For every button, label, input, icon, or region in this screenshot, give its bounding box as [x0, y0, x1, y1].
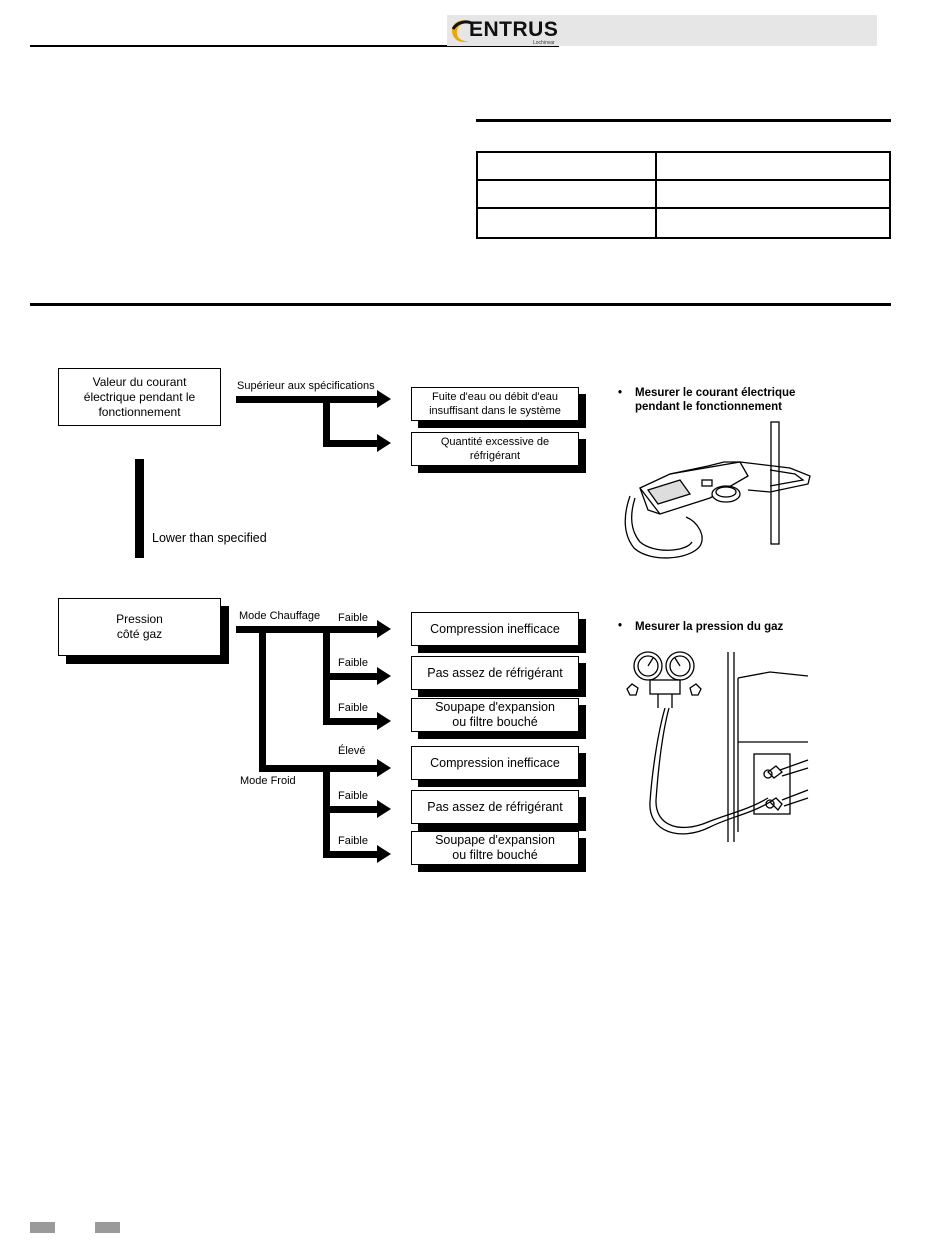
cool-result-label: Soupape d'expansion ou filtre bouché — [435, 833, 555, 862]
flow-line — [323, 400, 330, 447]
arrow-head — [377, 845, 391, 863]
arrow-head — [377, 712, 391, 730]
cool-result-box: Pas assez de réfrigérant — [411, 790, 579, 824]
cool-result-label: Pas assez de réfrigérant — [427, 799, 563, 814]
current-note: Mesurer le courant électrique pendant le… — [635, 387, 796, 413]
heat-result-label: Pas assez de réfrigérant — [427, 665, 563, 680]
result-leak-box: Fuite d'eau ou débit d'eau insuffisant d… — [411, 387, 579, 421]
table-top-rule — [476, 119, 891, 122]
manifold-gauge-icon — [626, 651, 809, 842]
arrow-head — [377, 390, 391, 408]
pressure-note: Mesurer la pression du gaz — [635, 621, 784, 633]
brand-sub: Lochinvar — [533, 40, 555, 46]
result-excess-label: Quantité excessive de réfrigérant — [440, 436, 550, 462]
flow-line — [323, 440, 378, 447]
heat-result-box: Soupape d'expansion ou filtre bouché — [411, 698, 579, 732]
heat-result-label: Compression inefficace — [430, 621, 560, 636]
bullet-dot: • — [618, 620, 623, 632]
flow-line — [135, 459, 144, 558]
clamp-meter-icon — [624, 421, 811, 559]
condition-label: Élevé — [338, 745, 366, 757]
result-excess-box: Quantité excessive de réfrigérant — [411, 432, 579, 466]
heat-result-box: Compression inefficace — [411, 612, 579, 646]
flow-line — [259, 630, 266, 772]
table-row — [478, 153, 889, 181]
arrow-head — [377, 667, 391, 685]
heat-result-box: Pas assez de réfrigérant — [411, 656, 579, 690]
mode-cool-label: Mode Froid — [240, 775, 296, 787]
table-row — [478, 181, 889, 209]
pressure-start-box: Pression côté gaz — [58, 598, 221, 656]
branch-high-label: Supérieur aux spécifications — [237, 380, 375, 392]
flow-line — [259, 765, 378, 772]
header-band — [447, 15, 877, 46]
mode-heat-label: Mode Chauffage — [239, 610, 321, 622]
arrow-head — [377, 434, 391, 452]
condition-label: Faible — [338, 702, 368, 714]
arrow-head — [377, 800, 391, 818]
footer-tab — [30, 1222, 55, 1233]
cool-result-box: Soupape d'expansion ou filtre bouché — [411, 831, 579, 865]
flow-line — [323, 768, 330, 858]
brand-swoosh-icon — [451, 20, 474, 42]
condition-label: Faible — [338, 612, 368, 624]
pressure-start-label: Pression côté gaz — [116, 612, 163, 641]
result-leak-label: Fuite d'eau ou débit d'eau insuffisant d… — [429, 391, 561, 417]
brand-logo: ENTRUS Lochinvar — [449, 16, 561, 46]
flow-line — [323, 806, 378, 813]
spec-table — [476, 151, 891, 239]
condition-label: Faible — [338, 657, 368, 669]
current-start-label: Valeur du courant électrique pendant le … — [83, 374, 196, 419]
branch-low-label: Lower than specified — [152, 531, 267, 545]
flow-line — [236, 626, 378, 633]
footer-tab — [95, 1222, 120, 1233]
flow-line — [236, 396, 378, 403]
brand-name: ENTRUS — [469, 18, 559, 41]
table-divider — [655, 153, 657, 237]
arrow-head — [377, 620, 391, 638]
condition-label: Faible — [338, 835, 368, 847]
heat-result-label: Soupape d'expansion ou filtre bouché — [435, 700, 555, 729]
flow-line — [323, 851, 378, 858]
current-start-box: Valeur du courant électrique pendant le … — [58, 368, 221, 426]
arrow-head — [377, 759, 391, 777]
table-row — [478, 209, 889, 237]
flow-line — [323, 673, 378, 680]
condition-label: Faible — [338, 790, 368, 802]
cool-result-box: Compression inefficace — [411, 746, 579, 780]
header-rule — [30, 45, 559, 47]
flow-line — [323, 718, 378, 725]
bullet-dot: • — [618, 387, 623, 399]
cool-result-label: Compression inefficace — [430, 755, 560, 770]
section-rule — [30, 303, 891, 306]
